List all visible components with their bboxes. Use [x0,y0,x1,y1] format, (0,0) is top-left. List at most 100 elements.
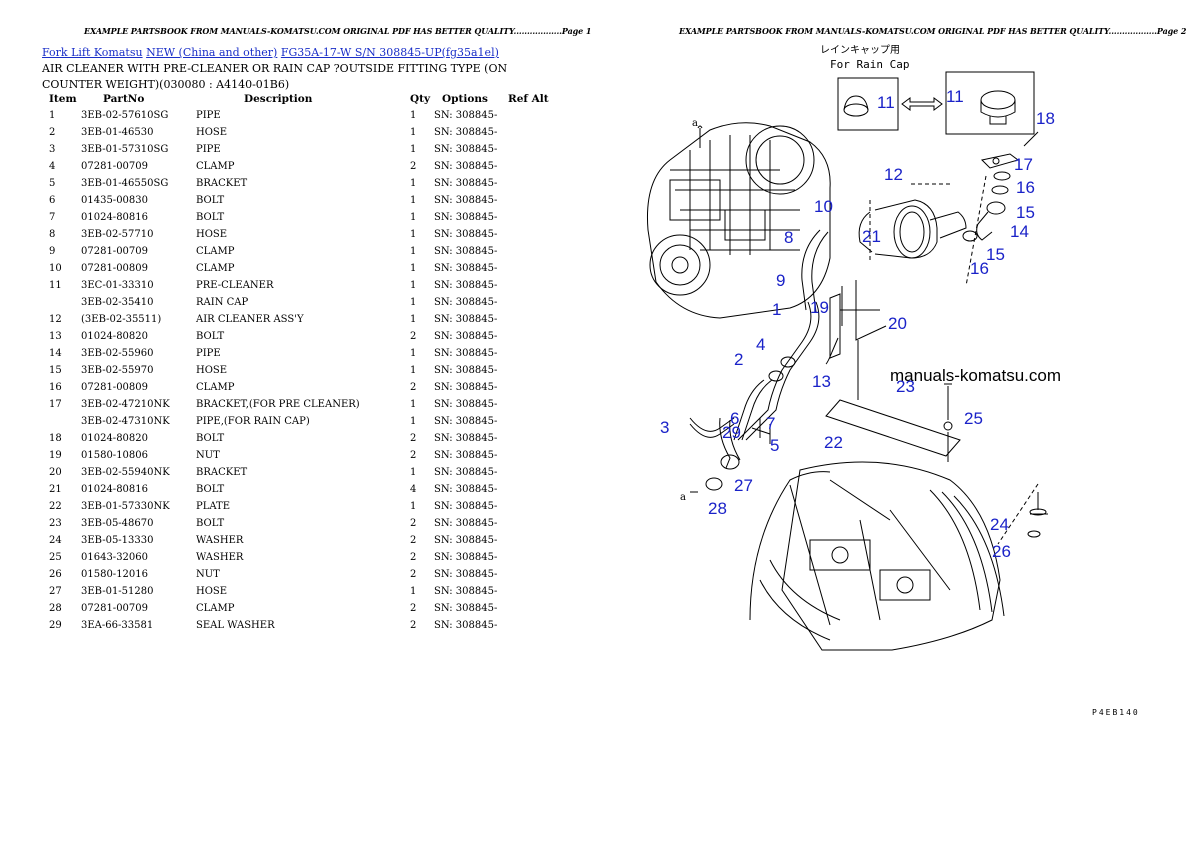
callout-12: 12 [884,165,903,184]
cell-options: SN: 308845- [434,433,498,444]
cell-qty: 1 [410,280,417,291]
cell-refalt [508,124,558,141]
cell-qty: 2 [410,603,417,614]
pre-cleaner-inset-box [837,77,899,131]
cell-refalt [508,107,558,124]
header-partno: PartNo [103,92,145,105]
cell-refalt [508,379,558,396]
cell-refalt [508,430,558,447]
cell-qty: 1 [410,399,417,410]
callout-23: 23 [896,377,915,396]
cell-refalt [508,141,558,158]
breadcrumb-link-brand[interactable]: Fork Lift Komatsu [42,46,143,59]
cell-item: 17 [49,399,62,410]
callout-19: 19 [810,298,829,317]
breadcrumb-link-model[interactable]: FG35A-17-W S/N 308845-UP(fg35a1el) [280,46,499,59]
callout-26: 26 [992,542,1011,561]
cell-item: 1 [49,110,56,121]
cell-qty: 2 [410,161,417,172]
cell-partno: 07281-00709 [81,603,149,614]
cell-refalt [508,464,558,481]
header-qty: Qty [410,92,431,105]
cell-partno: 3EB-02-47210NK [81,399,170,410]
cell-options: SN: 308845- [434,297,498,308]
header-options: Options [442,92,488,105]
callout-24: 24 [990,515,1009,534]
exchange-arrow-icon [901,97,943,111]
cell-options: SN: 308845- [434,467,498,478]
cell-options: SN: 308845- [434,450,498,461]
callout-25: 25 [964,409,983,428]
cell-partno: 3EB-01-51280 [81,586,154,597]
callout-11a: 11 [877,93,895,112]
exploded-parts-diagram: レインキャップ用 For Rain Cap a [646,44,1061,651]
cell-refalt [508,617,558,634]
cell-qty: 1 [410,297,417,308]
cell-qty: 1 [410,246,417,257]
cell-partno: 3EB-01-46550SG [81,178,169,189]
callout-1: 1 [772,300,781,319]
breadcrumb-link-region[interactable]: NEW (China and other) [146,46,278,59]
cell-refalt [508,226,558,243]
cell-options: SN: 308845- [434,501,498,512]
cell-description: PIPE,(FOR RAIN CAP) [196,416,310,427]
page-banner: EXAMPLE PARTSBOOK FROM MANUALS-KOMATSU.C… [679,26,1187,36]
cell-item: 7 [49,212,56,223]
cell-refalt [508,362,558,379]
cell-item: 25 [49,552,62,563]
cell-partno: 3EB-05-13330 [81,535,154,546]
callout-10: 10 [814,197,833,216]
cell-description: CLAMP [196,603,235,614]
cell-qty: 1 [410,263,417,274]
callout-15b: 15 [986,245,1005,264]
cell-description: BOLT [196,331,225,342]
cell-options: SN: 308845- [434,280,498,291]
cell-description: CLAMP [196,246,235,257]
callout-16a: 16 [1016,178,1035,197]
callout-16b: 16 [970,259,989,278]
cell-options: SN: 308845- [434,195,498,206]
cell-item: 18 [49,433,62,444]
engine-marker-label: a [692,118,698,129]
cell-options: SN: 308845- [434,331,498,342]
cell-partno: 3EC-01-33310 [81,280,154,291]
cell-refalt [508,345,558,362]
cell-partno: 3EB-02-57610SG [81,110,169,121]
table-header-row: Item PartNo Description Qty Options Ref … [44,90,558,107]
hose-8 [801,229,821,311]
cell-partno: 01643-32060 [81,552,149,563]
cell-qty: 1 [410,127,417,138]
engine-illustration: a [646,118,831,319]
cell-partno: 07281-00809 [81,382,149,393]
cell-refalt [508,311,558,328]
parts-table: Item PartNo Description Qty Options Ref … [44,90,558,634]
cell-qty: 1 [410,501,417,512]
bracket-17 [980,153,1020,169]
cell-description: HOSE [196,127,228,138]
clamp-28 [705,477,723,491]
callout-18: 18 [1036,109,1055,128]
cell-refalt [508,243,558,260]
callout-6: 6 [730,409,739,428]
cell-qty: 1 [410,365,417,376]
cell-qty: 1 [410,467,417,478]
cell-partno: 3EB-02-55970 [81,365,154,376]
cell-item: 16 [49,382,62,393]
cell-refalt [508,328,558,345]
cell-item: 21 [49,484,62,495]
cell-partno: 3EB-02-47310NK [81,416,170,427]
cell-options: SN: 308845- [434,535,498,546]
cell-partno: 3EA-66-33581 [81,620,154,631]
counterweight-illustration [749,461,1005,651]
cell-partno: 3EB-01-57330NK [81,501,170,512]
